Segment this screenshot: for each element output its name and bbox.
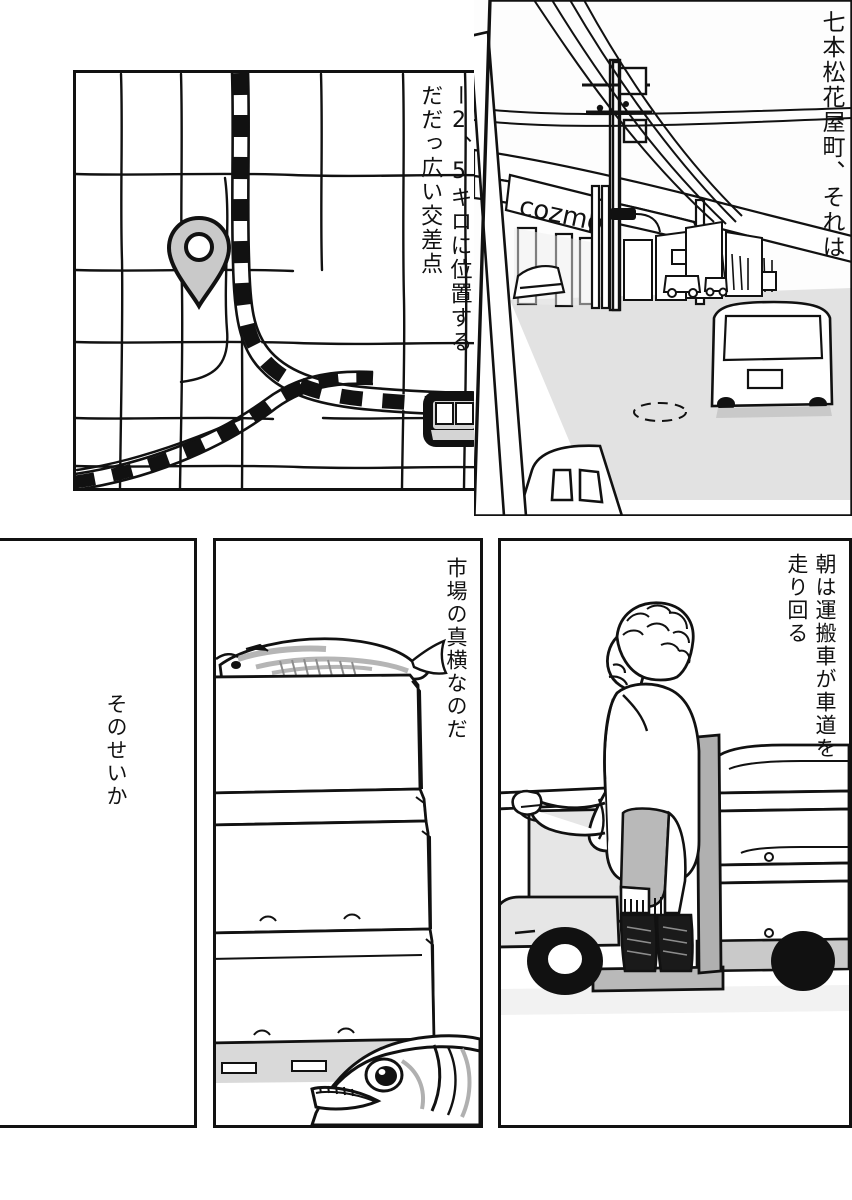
map-panel: 京都駅の北西 ー2、5キロに位置する だだっ広い交差点 <box>73 70 511 491</box>
railway-line <box>232 72 510 412</box>
street-photo-panel: cozmo <box>474 0 852 516</box>
cargo-boxes <box>715 743 849 943</box>
street-illustration: cozmo <box>474 0 852 516</box>
train-station-icon <box>423 391 485 447</box>
traffic-signal-icon <box>610 208 661 233</box>
empty-panel: そのせいか <box>0 538 197 1128</box>
fish-boxes-panel: 市場の真横なのだ <box>213 538 483 1128</box>
turret-truck-illustration <box>501 541 849 1125</box>
empty-panel-caption: そのせいか <box>104 693 128 808</box>
fish-boxes-illustration <box>216 541 480 1125</box>
worker-figure <box>511 601 701 973</box>
location-pin-icon <box>166 215 232 311</box>
foreground-truck <box>516 444 624 516</box>
turret-truck-panel: 朝は運搬車が車道を 走り回る <box>498 538 852 1128</box>
truck-panel-caption: 朝は運搬車が車道を 走り回る <box>784 553 837 760</box>
distant-car <box>662 275 729 298</box>
manhole-icon <box>633 402 687 422</box>
fish-on-box <box>216 637 448 683</box>
parked-car <box>512 265 566 300</box>
foreground-van <box>710 300 834 418</box>
street-caption: 七本松花屋町、それは <box>818 10 844 260</box>
fish-head <box>310 1034 480 1125</box>
styrofoam-box <box>216 673 436 1045</box>
fish-panel-caption: 市場の真横なのだ <box>444 557 468 741</box>
map-illustration <box>73 70 511 491</box>
